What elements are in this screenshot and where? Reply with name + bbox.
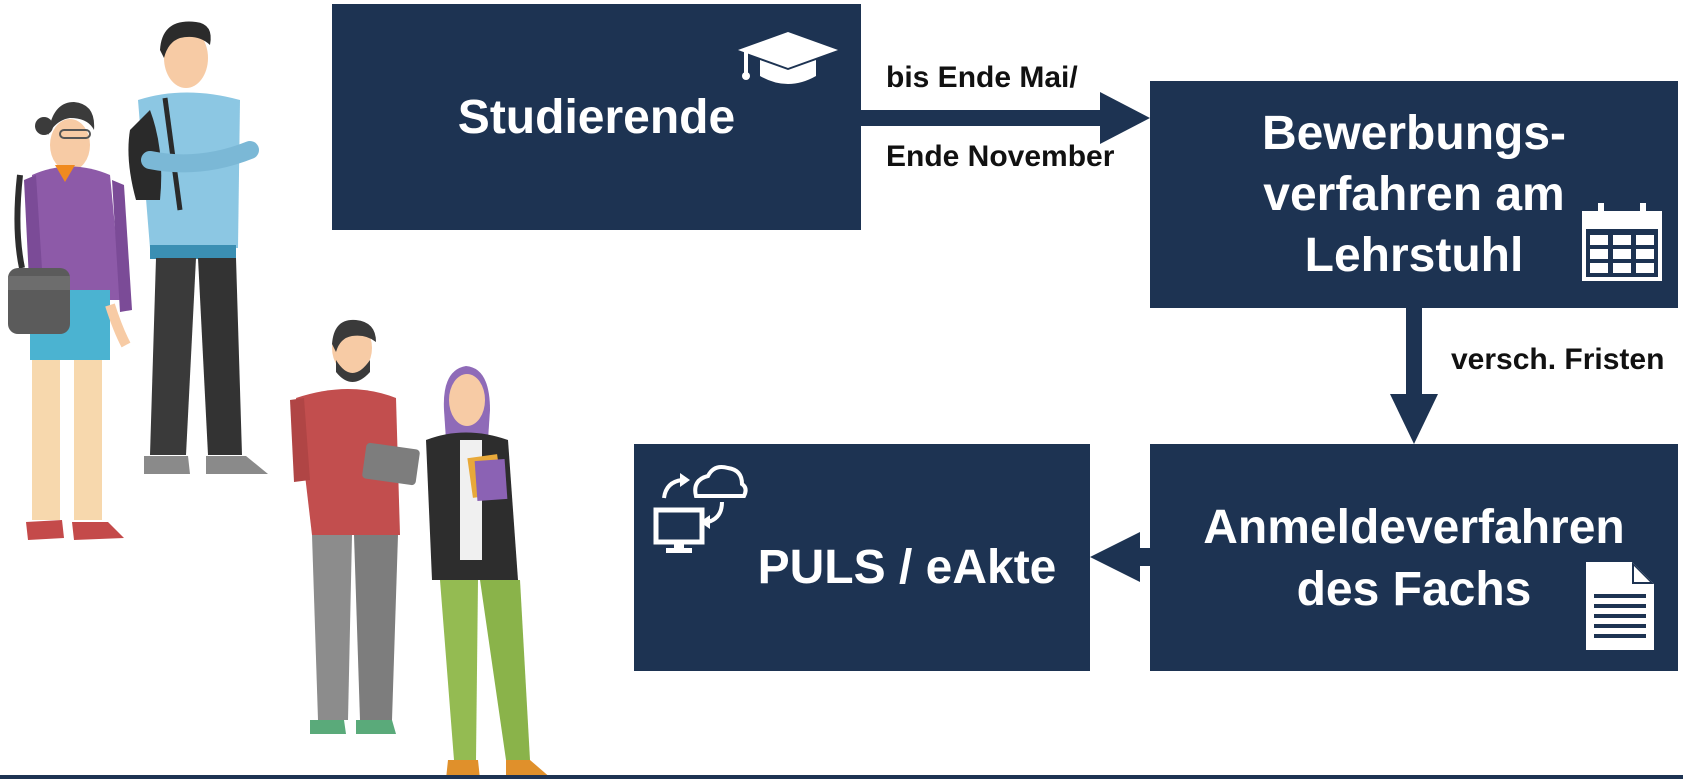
calendar-icon	[1582, 203, 1662, 281]
graduation-cap-icon	[738, 32, 838, 84]
node-anmeldeverfahren: Anmeldeverfahren des Fachs	[1150, 444, 1678, 671]
node-puls-eakte: PULS / eAkte	[634, 444, 1090, 671]
man-backpack-illustration	[128, 21, 268, 474]
arrow-anmeldung-to-puls	[1090, 532, 1150, 582]
bearded-man-tablet-illustration	[290, 319, 420, 734]
node-studierende: Studierende	[332, 4, 861, 230]
footer-bar	[0, 775, 1683, 779]
node-studierende-label: Studierende	[457, 90, 736, 144]
node-puls-eakte-label: PULS / eAkte	[757, 541, 1057, 594]
edge-label-fristen: versch. Fristen	[1451, 343, 1665, 376]
node-bewerbungsverfahren: Bewerbungs- verfahren am Lehrstuhl	[1150, 81, 1678, 308]
node-anmeldeverfahren-label: Anmeldeverfahren des Fachs	[1203, 500, 1625, 616]
arrow-bewerbung-to-anmeldung	[1390, 308, 1438, 444]
edge-label-deadline-2: Ende November	[886, 140, 1115, 173]
arrow-studierende-to-bewerbung	[861, 92, 1150, 144]
woman-glasses-illustration	[8, 102, 132, 540]
document-icon	[1586, 562, 1654, 650]
woman-folder-illustration	[426, 366, 552, 779]
node-bewerbungsverfahren-label: Bewerbungs- verfahren am Lehrstuhl	[1261, 107, 1567, 282]
computer-cloud-sync-icon	[653, 465, 748, 553]
edge-label-deadline-1: bis Ende Mai/	[886, 61, 1078, 94]
